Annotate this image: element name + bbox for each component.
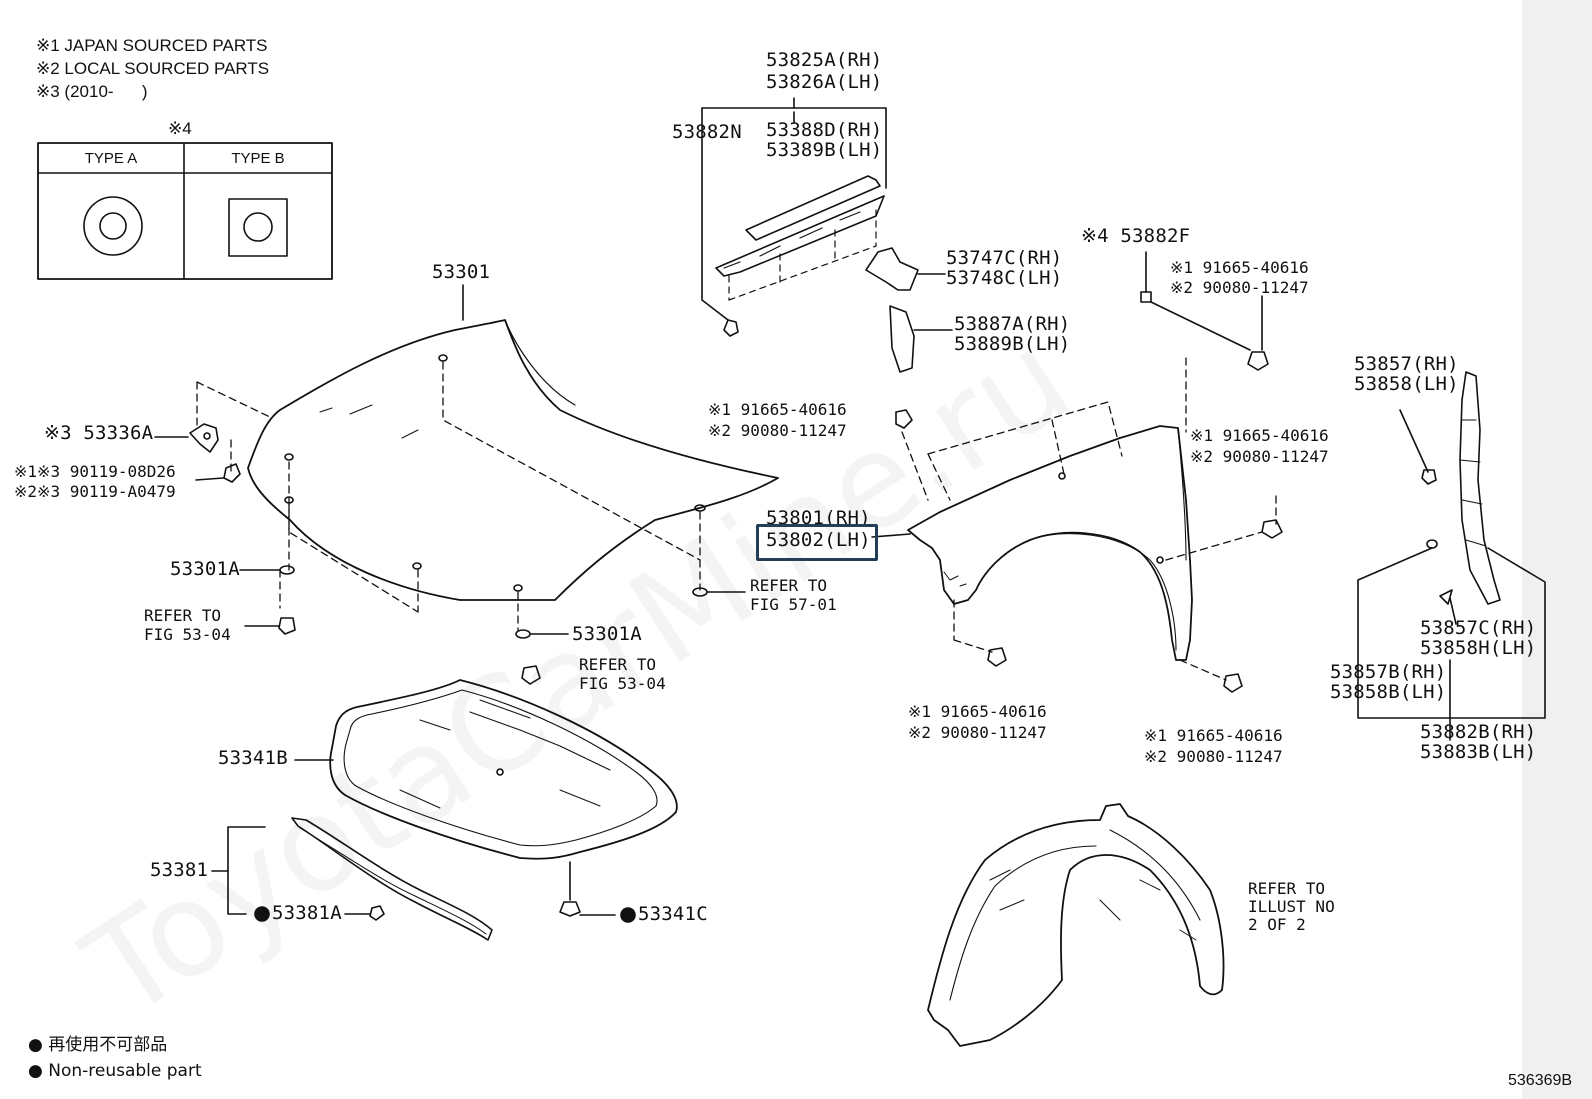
callout-seal-b-lh: 53858B(LH) xyxy=(1330,681,1447,703)
legend-jp: ● 再使用不可部品 xyxy=(28,1035,168,1055)
callout-hood-hinge: ※3 53336A xyxy=(44,422,154,444)
cowl-seal-part xyxy=(701,97,887,337)
callout-cowl-seal-rh: 53825A(RH) xyxy=(766,49,883,71)
callout-clip-rh: 53882B(RH) xyxy=(1420,721,1537,743)
highlight-box xyxy=(756,524,878,561)
hood-cushions xyxy=(239,565,746,685)
callout-fender-seal-rh: 53857(RH) xyxy=(1354,353,1459,375)
callout-seal-clip: 53882N xyxy=(672,121,742,143)
callout-hood-cushion-left: 53301A xyxy=(170,558,240,580)
callout-hood-cushion-right: 53301A xyxy=(572,623,642,645)
callout-seal-retainer-rh: 53388D(RH) xyxy=(766,119,883,141)
hood-seal-part xyxy=(211,817,636,941)
callout-seal-retainer-lh: 53389B(LH) xyxy=(766,139,883,161)
callout-bolt-top-1: ※1 91665-40616 xyxy=(1170,258,1309,277)
callout-fender-bracket-lh: 53748C(LH) xyxy=(946,267,1063,289)
legend-en: ● Non-reusable part xyxy=(28,1061,202,1081)
callout-fender-liner-lh: 53889B(LH) xyxy=(954,333,1071,355)
callout-bolt-bottom-right-2: ※2 90080-11247 xyxy=(1144,747,1283,766)
fender-bracket-part xyxy=(865,247,946,291)
callout-fender-rh: 53801(RH) xyxy=(766,507,871,529)
callout-bolt-right-2: ※2 90080-11247 xyxy=(1190,447,1329,466)
callout-seal-b-rh: 53857B(RH) xyxy=(1330,661,1447,683)
callout-hood: 53301 xyxy=(432,261,491,283)
hood-dashed-leaders xyxy=(196,361,701,631)
callout-clip-lh: 53883B(LH) xyxy=(1420,741,1537,763)
callout-seal-c-rh: 53857C(RH) xyxy=(1420,617,1537,639)
callout-hood-bolt-1: ※1※3 90119-08D26 xyxy=(14,462,176,481)
callout-hood-insulator: 53341B xyxy=(218,747,288,769)
callout-bolt-top-2: ※2 90080-11247 xyxy=(1170,278,1309,297)
refer-illust-2-of-2: REFER TO ILLUST NO 2 OF 2 xyxy=(1248,879,1335,934)
callout-bolt-left-2: ※2 90080-11247 xyxy=(708,421,847,440)
callout-fender-seal-lh: 53858(LH) xyxy=(1354,373,1459,395)
callout-bolt-bottom-left-1: ※1 91665-40616 xyxy=(908,702,1047,721)
type-table-marker: ※4 xyxy=(168,119,192,138)
callout-bolt-bottom-right-1: ※1 91665-40616 xyxy=(1144,726,1283,745)
note-2010: ※3 (2010- ) xyxy=(36,82,148,101)
callout-fender-liner-rh: 53887A(RH) xyxy=(954,313,1071,335)
type-a-header: TYPE A xyxy=(84,150,138,167)
callout-hood-bolt-2: ※2※3 90119-A0479 xyxy=(14,482,176,501)
fender-panel xyxy=(871,357,1283,693)
hood-insulator-part xyxy=(294,679,678,917)
fender-seal-part xyxy=(1357,371,1546,741)
callout-fender-nut: ※4 53882F xyxy=(1081,225,1191,247)
fender-liner-part xyxy=(889,305,953,373)
refer-fig-53-04-left: REFER TO FIG 53-04 xyxy=(144,606,231,644)
hood-hinge-part xyxy=(154,423,241,483)
hood-panel xyxy=(247,284,779,601)
callout-bolt-left-1: ※1 91665-40616 xyxy=(708,400,847,419)
callout-bolt-bottom-left-2: ※2 90080-11247 xyxy=(908,723,1047,742)
fender-liner-lower-part xyxy=(927,803,1225,1047)
callout-seal-c-lh: 53858H(LH) xyxy=(1420,637,1537,659)
callout-cowl-seal-lh: 53826A(LH) xyxy=(766,71,883,93)
callout-hood-seal: 53381 xyxy=(150,859,209,881)
refer-fig-57-01: REFER TO FIG 57-01 xyxy=(750,576,837,614)
type-b-header: TYPE B xyxy=(231,150,285,167)
callout-bolt-right-1: ※1 91665-40616 xyxy=(1190,426,1329,445)
type-table xyxy=(37,142,333,280)
type-b-nut-icon xyxy=(228,198,288,257)
type-a-washer-icon xyxy=(83,196,143,256)
callout-hood-seal-clip: 53381A xyxy=(272,902,342,924)
document-id: 536369B xyxy=(1508,1072,1573,1089)
note-local-sourced: ※2 LOCAL SOURCED PARTS xyxy=(36,59,270,78)
fender-nut-part xyxy=(1140,251,1269,371)
right-margin-strip xyxy=(1522,0,1592,1099)
refer-fig-53-04-right: REFER TO FIG 53-04 xyxy=(579,655,666,693)
callout-insulator-clip: 53341C xyxy=(638,903,708,925)
callout-fender-bracket-rh: 53747C(RH) xyxy=(946,247,1063,269)
note-japan-sourced: ※1 JAPAN SOURCED PARTS xyxy=(36,36,268,55)
callout-fender-lh: 53802(LH) xyxy=(766,529,871,551)
